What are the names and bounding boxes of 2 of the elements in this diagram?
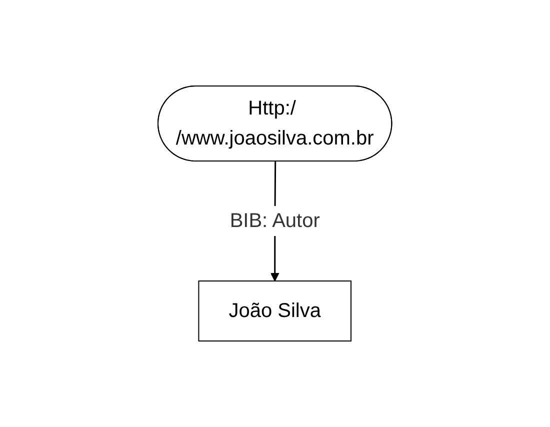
node-box: João Silva [198, 280, 352, 342]
edge-label: BIB: Autor [230, 210, 320, 232]
